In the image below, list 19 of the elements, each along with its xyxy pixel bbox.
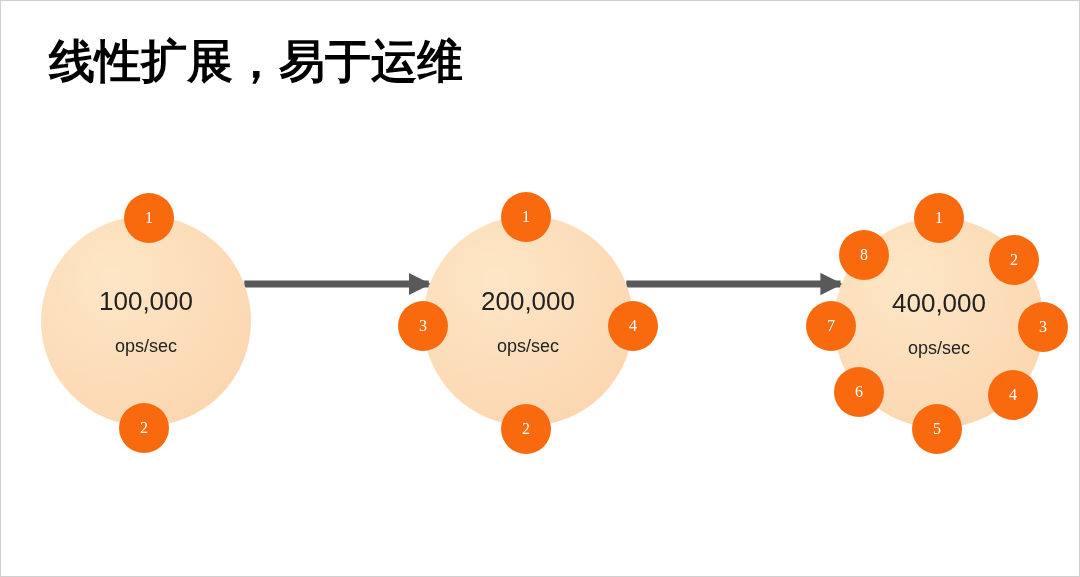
throughput-value: 100,000 bbox=[98, 286, 194, 317]
node-circle: 2 bbox=[119, 403, 169, 453]
node-circle: 1 bbox=[124, 193, 174, 243]
throughput-value: 400,000 bbox=[891, 288, 987, 319]
node-circle: 4 bbox=[608, 301, 658, 351]
unit-label: ops/sec bbox=[495, 336, 560, 357]
unit-label: ops/sec bbox=[113, 336, 178, 357]
arrow bbox=[626, 272, 843, 296]
node-circle: 1 bbox=[914, 193, 964, 243]
node-circle: 3 bbox=[1018, 302, 1068, 352]
node-circle: 2 bbox=[501, 404, 551, 454]
slide-title: 线性扩展，易于运维 bbox=[49, 33, 463, 90]
node-circle: 7 bbox=[806, 301, 856, 351]
unit-label: ops/sec bbox=[906, 338, 971, 359]
node-circle: 3 bbox=[398, 301, 448, 351]
throughput-value: 200,000 bbox=[480, 286, 576, 317]
node-circle: 1 bbox=[501, 192, 551, 242]
arrow bbox=[244, 272, 431, 296]
node-circle: 5 bbox=[912, 404, 962, 454]
